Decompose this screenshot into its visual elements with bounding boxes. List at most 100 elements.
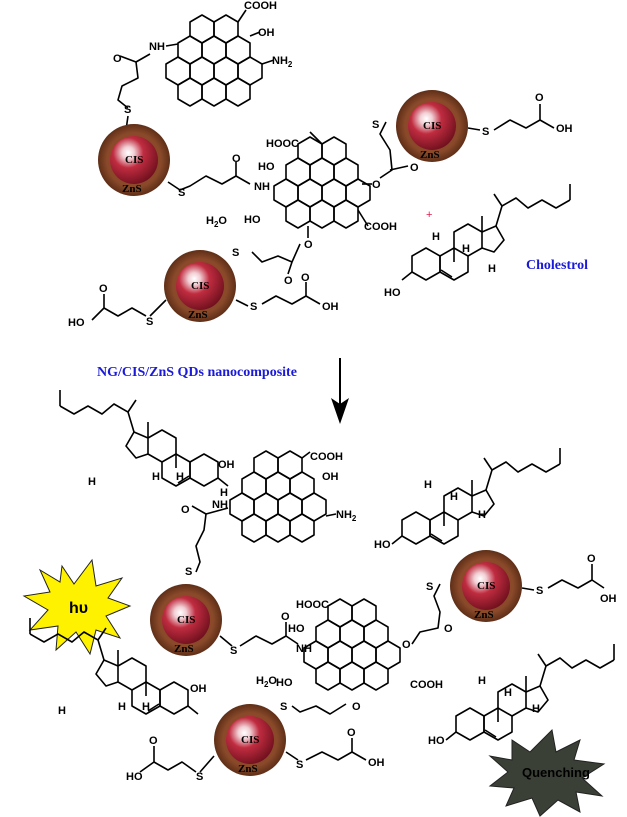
cooh-label: COOH <box>410 679 443 691</box>
shell-label: ZnS <box>474 609 494 621</box>
ho-label: HO <box>428 735 445 747</box>
o-label: O <box>304 239 313 251</box>
s-label: S <box>250 301 257 313</box>
h-label: H <box>478 675 486 687</box>
water-label: H2O <box>206 215 227 229</box>
nh-label: NH <box>149 41 165 53</box>
o-label: O <box>232 153 241 165</box>
o-label: O <box>301 272 310 284</box>
o-label: O <box>444 623 453 635</box>
shell-label: ZnS <box>420 149 440 161</box>
h-label: H <box>504 687 512 699</box>
h-label: H <box>478 509 486 521</box>
quenching-burst: Quenching <box>488 728 606 817</box>
shell-label: ZnS <box>188 309 208 321</box>
reaction-arrow <box>331 358 349 424</box>
nh2-label: NH2 <box>272 55 293 69</box>
quantum-dot: CIS ZnS <box>214 704 286 776</box>
ho-label: HO <box>244 214 261 226</box>
o-label: O <box>99 283 108 295</box>
quantum-dot: CIS ZnS <box>98 124 170 196</box>
nh-label: NH <box>212 499 228 511</box>
nanocomposite-label: NG/CIS/ZnS QDs nanocomposite <box>97 365 297 380</box>
ho-label: HO <box>258 161 275 173</box>
ho-label: HO <box>288 623 305 635</box>
oh-label: OH <box>556 123 573 135</box>
graphene-fragment-top-1 <box>165 14 263 107</box>
h-label: H <box>142 701 150 713</box>
o-label: O <box>587 553 596 565</box>
h-label: H <box>58 705 66 717</box>
o-label: O <box>284 275 293 287</box>
quantum-dot: CIS ZnS <box>396 90 468 162</box>
cholesterol-molecule <box>59 389 229 487</box>
s-label: S <box>230 645 237 657</box>
s-label: S <box>482 126 489 138</box>
light-label: hυ <box>69 600 88 617</box>
oh-label: OH <box>190 683 207 695</box>
h-label: H <box>532 703 540 715</box>
h-label: H <box>88 476 96 488</box>
s-label: S <box>296 759 303 771</box>
core-label: CIS <box>477 580 495 592</box>
h-label: H <box>176 471 184 483</box>
s-label: S <box>178 187 185 199</box>
o-label: O <box>113 53 122 65</box>
o-label: O <box>402 639 411 651</box>
oh-label: OH <box>322 301 339 313</box>
s-label: S <box>280 701 287 713</box>
quenching-label: Quenching <box>522 765 590 780</box>
oh-label: OH <box>258 27 275 39</box>
h-label: H <box>118 701 126 713</box>
nh-label: NH <box>254 181 270 193</box>
hooc-label: HOOC <box>266 138 299 150</box>
h-label: H <box>220 487 228 499</box>
h-label: H <box>152 471 160 483</box>
quantum-dot: CIS ZnS <box>164 250 236 322</box>
o-label: O <box>372 179 381 191</box>
hooc-label: HOOC <box>296 599 329 611</box>
oh-label: OH <box>322 471 339 483</box>
cholesterol-molecule <box>391 447 561 545</box>
shell-label: ZnS <box>238 763 258 775</box>
graphene-fragment-bottom-1 <box>229 450 327 543</box>
core-label: CIS <box>191 280 209 292</box>
quantum-dot: CIS ZnS <box>150 584 222 656</box>
s-label: S <box>536 585 543 597</box>
ho-label: HO <box>68 317 85 329</box>
quantum-dot: CIS ZnS <box>450 550 522 622</box>
nh2-label: NH2 <box>336 509 357 523</box>
cooh-label: COOH <box>244 0 277 12</box>
s-label: S <box>124 104 131 116</box>
graphene-fragment-top-2 <box>273 136 371 229</box>
s-label: S <box>232 247 239 259</box>
oh-label: OH <box>368 757 385 769</box>
plus-sign: + <box>426 209 432 221</box>
h-label: H <box>450 491 458 503</box>
s-label: S <box>146 316 153 328</box>
o-label: O <box>410 162 419 174</box>
cholesterol-molecule <box>445 643 615 741</box>
ho-label: HO <box>374 539 391 551</box>
nh-label: NH <box>296 643 312 655</box>
s-label: S <box>372 119 379 131</box>
ho-label: HO <box>276 677 293 689</box>
o-label: O <box>352 701 361 713</box>
water-label: H2O <box>256 675 277 689</box>
o-label: O <box>181 504 190 516</box>
ho-label: HO <box>384 287 401 299</box>
s-label: S <box>426 581 433 593</box>
h-label: H <box>462 243 470 255</box>
core-label: CIS <box>423 120 441 132</box>
ho-label: HO <box>126 771 143 783</box>
o-label: O <box>535 92 544 104</box>
core-label: CIS <box>125 154 143 166</box>
core-label: CIS <box>241 734 259 746</box>
o-label: O <box>281 611 290 623</box>
h-label: H <box>488 263 496 275</box>
s-label: S <box>185 566 192 578</box>
shell-label: ZnS <box>122 183 142 195</box>
cooh-label: COOH <box>364 221 397 233</box>
core-label: CIS <box>177 614 195 626</box>
cooh-label: COOH <box>310 451 343 463</box>
